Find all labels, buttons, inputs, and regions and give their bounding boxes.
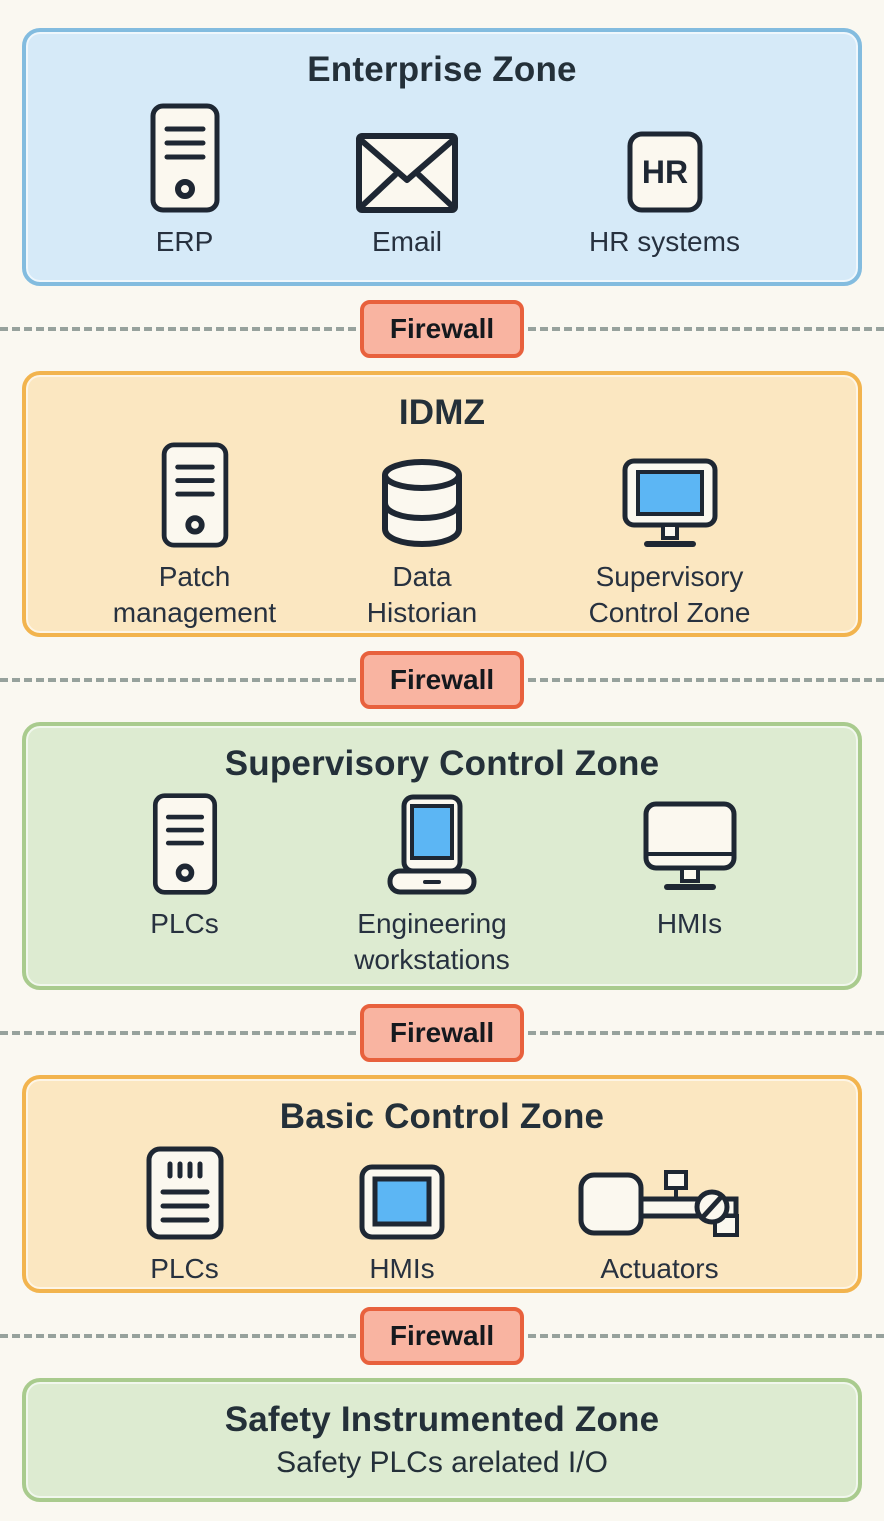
firewall-badge: Firewall — [359, 1004, 525, 1062]
zone-item-engineering-workstations: Engineering workstations — [317, 790, 547, 979]
firewall-label: Firewall — [389, 313, 495, 344]
zone-title: IDMZ — [398, 393, 486, 432]
zone-item-data-historian: Data Historian — [337, 439, 507, 632]
item-label: HMIs — [369, 1253, 435, 1284]
zone-item-hr-systems: HR HR systems — [555, 96, 775, 260]
zone-item-hmis: HMIs — [605, 790, 775, 942]
server-tower-icon — [149, 96, 221, 214]
zone-items: Patch management Data Historian — [26, 439, 858, 632]
zone-idmz: IDMZ Patch management — [22, 371, 862, 637]
monitor-icon — [621, 439, 719, 549]
zone-item-erp: ERP — [110, 96, 260, 260]
item-label: PLCs — [150, 908, 219, 939]
firewall-badge: Firewall — [359, 1307, 525, 1365]
firewall-badge: Firewall — [359, 651, 525, 709]
zone-items: PLCs HMIs — [26, 1143, 858, 1287]
zone-subtitle: Safety PLCs arelated I/O — [276, 1446, 608, 1479]
firewall-separator: Firewall — [0, 1307, 884, 1365]
hmi-panel-icon — [358, 1143, 446, 1241]
firewall-label: Firewall — [389, 664, 495, 695]
firewall-separator: Firewall — [0, 300, 884, 358]
item-label: HR systems — [589, 226, 740, 257]
server-tower-icon — [150, 790, 220, 896]
item-label: Email — [371, 226, 442, 257]
zone-item-plcs: PLCs — [110, 790, 260, 942]
item-label: Supervisory Control Zone — [588, 561, 751, 629]
zone-safety-instrumented: Safety Instrumented Zone Safety PLCs are… — [22, 1378, 862, 1502]
zone-basic-control: Basic Control Zone PLCs — [22, 1075, 862, 1293]
item-label: HMIs — [656, 908, 723, 939]
hr-badge-icon: HR — [626, 96, 704, 214]
zone-title: Enterprise Zone — [307, 50, 577, 89]
display-icon — [642, 790, 738, 896]
firewall-label: Firewall — [389, 1320, 495, 1351]
zone-item-plcs: PLCs — [110, 1143, 260, 1287]
server-tower-icon — [159, 439, 231, 549]
zone-title: Basic Control Zone — [279, 1097, 605, 1136]
item-label: Engineering workstations — [354, 908, 510, 976]
zone-item-hmis: HMIs — [317, 1143, 487, 1287]
firewall-separator: Firewall — [0, 651, 884, 709]
hr-icon-text: HR — [641, 154, 687, 190]
zone-enterprise: Enterprise Zone ERP — [22, 28, 862, 286]
database-icon — [375, 439, 469, 549]
firewall-badge: Firewall — [359, 300, 525, 358]
zone-title: Supervisory Control Zone — [224, 744, 660, 783]
item-label: Patch management — [112, 561, 277, 629]
firewall-label: Firewall — [389, 1017, 495, 1048]
zone-title: Safety Instrumented Zone — [224, 1400, 660, 1439]
item-label: PLCs — [150, 1253, 219, 1284]
email-envelope-icon — [355, 96, 459, 214]
item-label: Actuators — [600, 1253, 719, 1284]
laptop-icon — [380, 790, 484, 896]
item-label: ERP — [155, 226, 214, 257]
firewall-separator: Firewall — [0, 1004, 884, 1062]
zone-items: PLCs Engineering workstations — [26, 790, 858, 979]
zone-item-patch-management: Patch management — [95, 439, 295, 632]
zone-supervisory-control: Supervisory Control Zone PLCs — [22, 722, 862, 990]
actuator-icon — [578, 1143, 742, 1241]
zone-item-actuators: Actuators — [545, 1143, 775, 1287]
zone-item-supervisory-control-zone: Supervisory Control Zone — [550, 439, 790, 632]
plc-module-icon — [145, 1143, 225, 1241]
item-label: Data Historian — [366, 561, 478, 629]
zone-items: ERP Email HR — [26, 96, 858, 260]
zone-item-email: Email — [317, 96, 497, 260]
